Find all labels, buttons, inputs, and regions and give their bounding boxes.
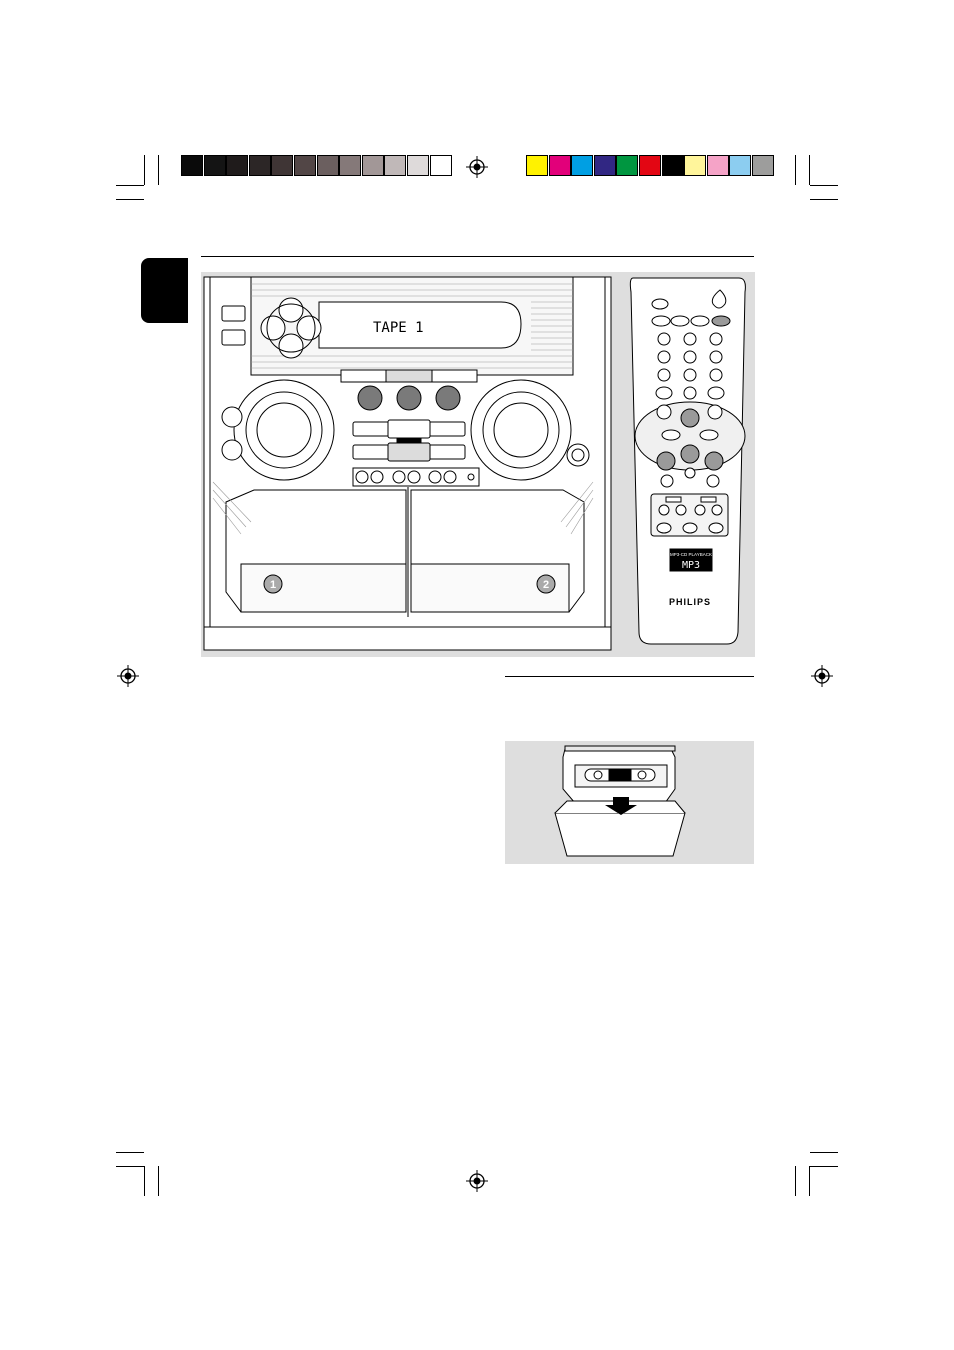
registration-mark-icon bbox=[117, 665, 139, 687]
color-swatch bbox=[430, 155, 452, 176]
color-swatch bbox=[317, 155, 339, 176]
color-swatch bbox=[249, 155, 271, 176]
stereo-and-remote-drawing: 1 2 TAPE 1 bbox=[201, 272, 755, 657]
color-swatch bbox=[181, 155, 203, 176]
color-swatch bbox=[707, 155, 729, 176]
color-swatch bbox=[407, 155, 429, 176]
color-swatch bbox=[729, 155, 751, 176]
color-swatch bbox=[226, 155, 248, 176]
remote-brand-logo: PHILIPS bbox=[669, 597, 711, 607]
remote-lcd-caption: MP3-CD PLAYBACK bbox=[670, 552, 712, 557]
color-swatch bbox=[752, 155, 774, 176]
cassette-drawing bbox=[505, 741, 754, 864]
color-swatch bbox=[339, 155, 361, 176]
color-swatch bbox=[384, 155, 406, 176]
color-swatch bbox=[204, 155, 226, 176]
color-swatch bbox=[662, 155, 684, 176]
color-swatch bbox=[594, 155, 616, 176]
registration-mark-icon bbox=[811, 665, 833, 687]
color-swatch bbox=[526, 155, 548, 176]
language-side-tab bbox=[141, 258, 188, 323]
remote-control bbox=[630, 278, 745, 644]
registration-mark-icon bbox=[466, 1170, 488, 1192]
color-swatch bbox=[271, 155, 293, 176]
color-swatch bbox=[639, 155, 661, 176]
stereo-system-illustration: 1 2 TAPE 1 bbox=[201, 272, 755, 657]
registration-mark-icon bbox=[466, 156, 488, 178]
stereo-display-text: TAPE 1 bbox=[373, 320, 424, 336]
deck-1-label: 1 bbox=[270, 579, 276, 591]
color-swatch bbox=[684, 155, 706, 176]
color-swatch bbox=[362, 155, 384, 176]
remote-lcd-text: MP3 bbox=[682, 560, 700, 571]
color-swatch bbox=[549, 155, 571, 176]
cassette-insertion-illustration bbox=[505, 741, 754, 864]
color-swatch bbox=[616, 155, 638, 176]
header-rule bbox=[201, 256, 754, 257]
color-swatch bbox=[294, 155, 316, 176]
section-rule bbox=[505, 676, 754, 677]
color-swatch bbox=[571, 155, 593, 176]
deck-2-label: 2 bbox=[543, 579, 549, 591]
